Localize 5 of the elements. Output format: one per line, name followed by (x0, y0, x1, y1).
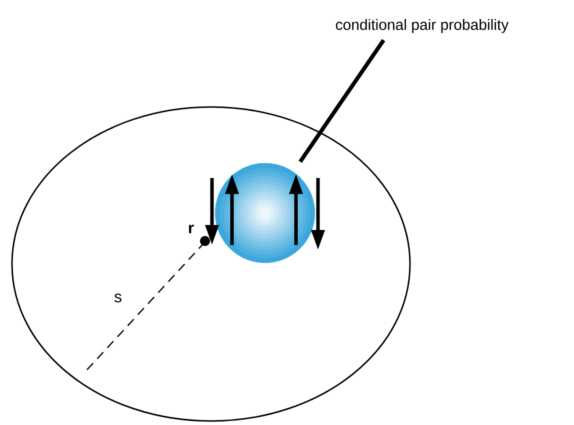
callout-text: conditional pair probability (336, 19, 509, 33)
point-label: r (188, 224, 194, 234)
leader-line (298, 39, 386, 163)
point-label: s (114, 294, 122, 302)
sphere (215, 163, 315, 263)
